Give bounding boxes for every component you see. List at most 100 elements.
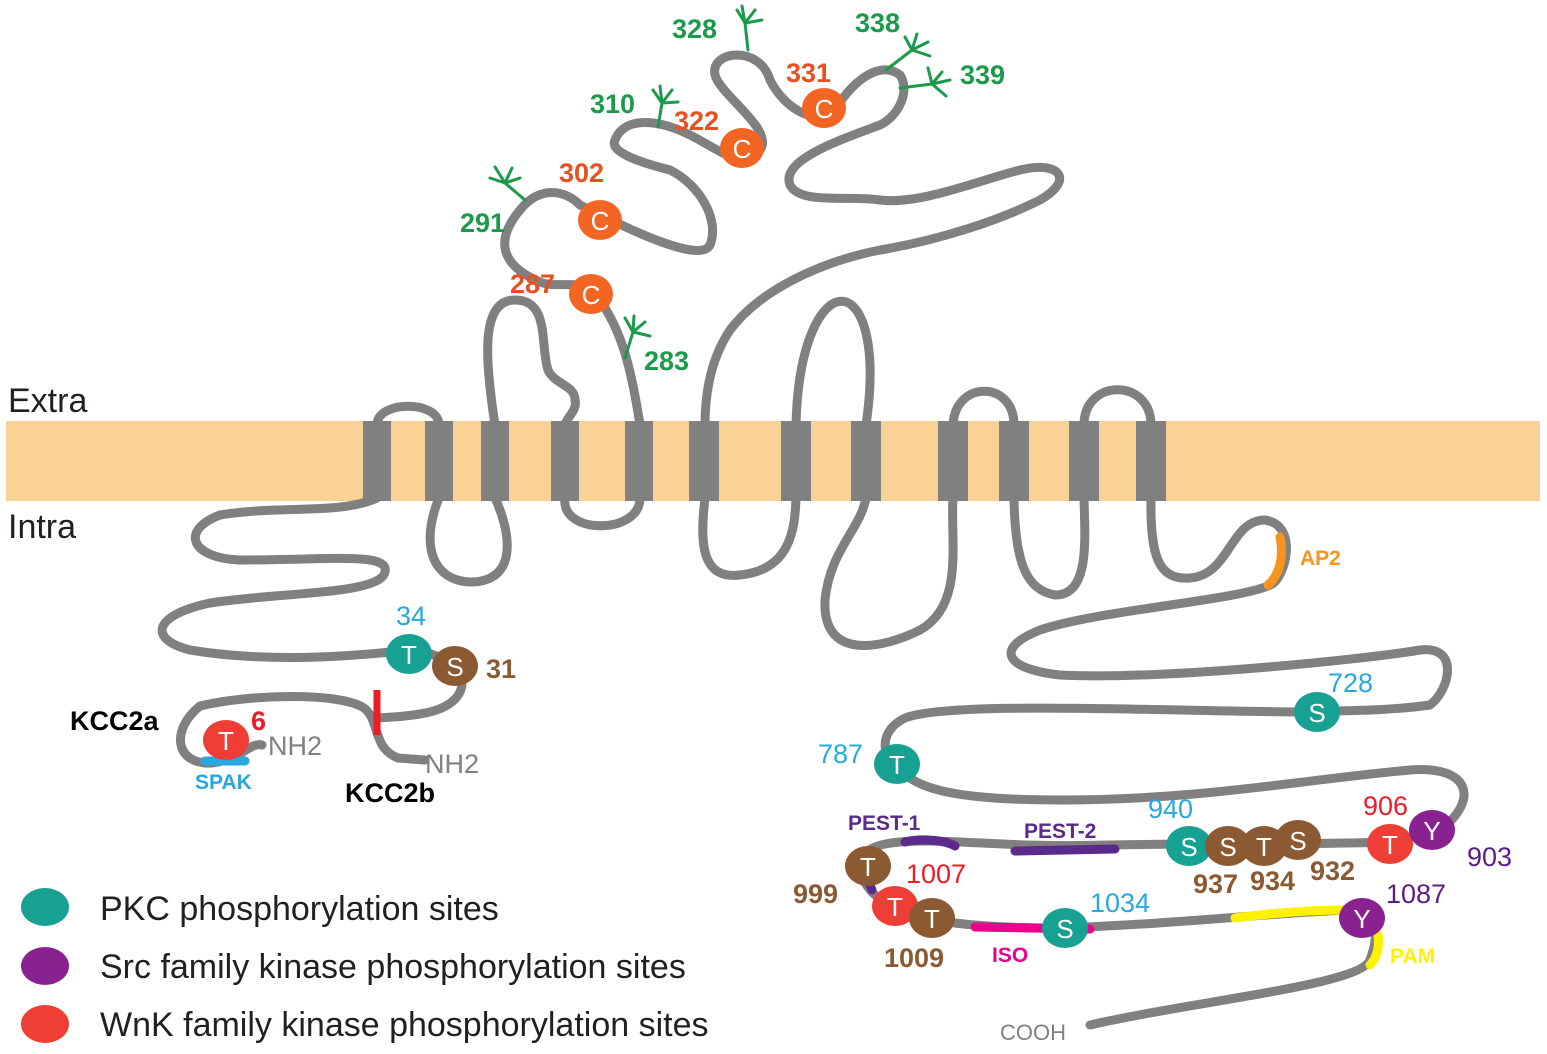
site-t34-letter: T xyxy=(401,640,417,670)
glyco-label-328: 328 xyxy=(672,14,717,44)
site-t34-marker xyxy=(386,634,432,674)
tm-helix-8 xyxy=(851,421,881,501)
site-s31-letter: S xyxy=(446,652,463,682)
extracellular-label: Extra xyxy=(8,382,87,420)
site-t1009-letter: T xyxy=(924,904,940,934)
site-t6-number: 6 xyxy=(251,706,266,736)
cysteine-322-marker xyxy=(720,128,764,168)
site-t1007-letter: T xyxy=(887,892,903,922)
cooh-label: COOH xyxy=(1000,1020,1066,1045)
site-s940-number: 940 xyxy=(1148,794,1193,824)
site-t1007-number: 1007 xyxy=(906,859,966,889)
site-t6-letter: T xyxy=(218,726,234,756)
site-s31-number: 31 xyxy=(486,654,516,684)
cysteine-302-number: 302 xyxy=(559,158,604,188)
glyco-label-283: 283 xyxy=(644,346,689,376)
site-t787-marker xyxy=(874,744,920,784)
site-t999-letter: T xyxy=(860,852,876,882)
glyco-label-339: 339 xyxy=(960,60,1005,90)
site-s937-letter: S xyxy=(1219,832,1236,862)
glyco-tree-328 xyxy=(735,4,764,52)
cysteine-residues: C 287 C 302 C 322 C 331 xyxy=(510,58,846,314)
glyco-label-310: 310 xyxy=(590,89,635,119)
tm-helix-4 xyxy=(551,421,579,501)
extra-loop-3 xyxy=(791,297,875,430)
tm-helix-10 xyxy=(999,421,1029,501)
tm-helix-6 xyxy=(689,421,719,501)
glyco-tree-339 xyxy=(898,66,952,98)
tm-helix-11 xyxy=(1069,421,1099,501)
site-y903-marker xyxy=(1409,810,1455,850)
cysteine-287-letter: C xyxy=(582,280,601,310)
intra-loop-3 xyxy=(820,493,958,650)
cysteine-331-number: 331 xyxy=(786,58,831,88)
site-s728-letter: S xyxy=(1308,698,1325,728)
tm-helix-12 xyxy=(1136,421,1166,501)
site-y1087-marker xyxy=(1339,898,1385,938)
pest1-label: PEST-1 xyxy=(848,812,921,835)
cysteine-322-number: 322 xyxy=(674,106,719,136)
site-t787-letter: T xyxy=(889,750,905,780)
site-t1007-marker xyxy=(872,886,918,926)
glyco-tree-310 xyxy=(651,84,680,129)
pest2-label: PEST-2 xyxy=(1024,820,1096,843)
intra-loop-1 xyxy=(425,493,512,587)
cysteine-287-marker xyxy=(569,274,613,314)
tm-helix-5 xyxy=(625,421,653,501)
kcc2b-label: KCC2b xyxy=(345,778,435,808)
legend-src-swatch xyxy=(21,947,69,985)
glyco-tree-283 xyxy=(623,314,652,360)
glyco-tree-338 xyxy=(884,32,932,72)
site-t906-number: 906 xyxy=(1363,791,1408,821)
cysteine-302-marker xyxy=(578,200,622,240)
tm-helix-1 xyxy=(363,421,391,501)
intra-loop-4 xyxy=(1009,493,1090,600)
site-t906-marker xyxy=(1367,824,1413,864)
legend-wnk-label: WnK family kinase phosphorylation sites xyxy=(100,1006,709,1044)
site-s937-number: 937 xyxy=(1193,869,1238,899)
extra-loop-4 xyxy=(948,386,1019,430)
site-s31-marker xyxy=(432,646,478,686)
extra-loop-5 xyxy=(1079,385,1156,430)
site-s940-marker xyxy=(1166,826,1212,866)
membrane-band xyxy=(6,421,1540,501)
glyco-label-291: 291 xyxy=(460,208,505,238)
pest2-motif-bar xyxy=(1010,844,1120,856)
glyco-tree-291 xyxy=(488,165,527,202)
tm-helix-3 xyxy=(481,421,509,501)
cysteine-331-letter: C xyxy=(815,94,834,124)
legend-pkc-label: PKC phosphorylation sites xyxy=(100,890,499,928)
cysteine-331-marker xyxy=(802,88,846,128)
tm-helix-7 xyxy=(781,421,811,501)
pam-motif-bar xyxy=(1230,905,1383,970)
site-s937-marker xyxy=(1205,826,1251,866)
site-s1034-marker xyxy=(1042,908,1088,948)
legend-wnk-swatch xyxy=(21,1005,69,1043)
site-t934-letter: T xyxy=(1256,832,1272,862)
site-y1087-number: 1087 xyxy=(1386,879,1446,909)
site-s1034-letter: S xyxy=(1056,914,1073,944)
iso-label: ISO xyxy=(992,944,1028,967)
site-s1034-number: 1034 xyxy=(1090,888,1150,918)
site-s728-marker xyxy=(1294,692,1340,732)
site-s932-number: 932 xyxy=(1310,856,1355,886)
site-t1009-marker xyxy=(909,898,955,938)
spak-label: SPAK xyxy=(195,771,252,794)
site-t787-number: 787 xyxy=(818,739,863,769)
polypeptide-chain xyxy=(157,50,1469,1030)
legend-src-label: Src family kinase phosphorylation sites xyxy=(100,948,686,986)
glycosylation-trees xyxy=(488,4,952,360)
intra-loop-2 xyxy=(698,493,801,580)
ap2-motif-bar xyxy=(1263,532,1286,590)
site-t906-letter: T xyxy=(1382,830,1398,860)
site-s728-number: 728 xyxy=(1328,668,1373,698)
kcc2a-label: KCC2a xyxy=(70,706,160,736)
nh2-kcc2a-label: NH2 xyxy=(268,731,322,761)
cysteine-287-number: 287 xyxy=(510,269,555,299)
site-s932-letter: S xyxy=(1289,826,1306,856)
site-y1087-letter: Y xyxy=(1353,904,1370,934)
site-s940-letter: S xyxy=(1180,832,1197,862)
nh2-kcc2b-label: NH2 xyxy=(425,749,479,779)
site-y903-number: 903 xyxy=(1467,842,1512,872)
site-t6-marker xyxy=(203,720,249,760)
